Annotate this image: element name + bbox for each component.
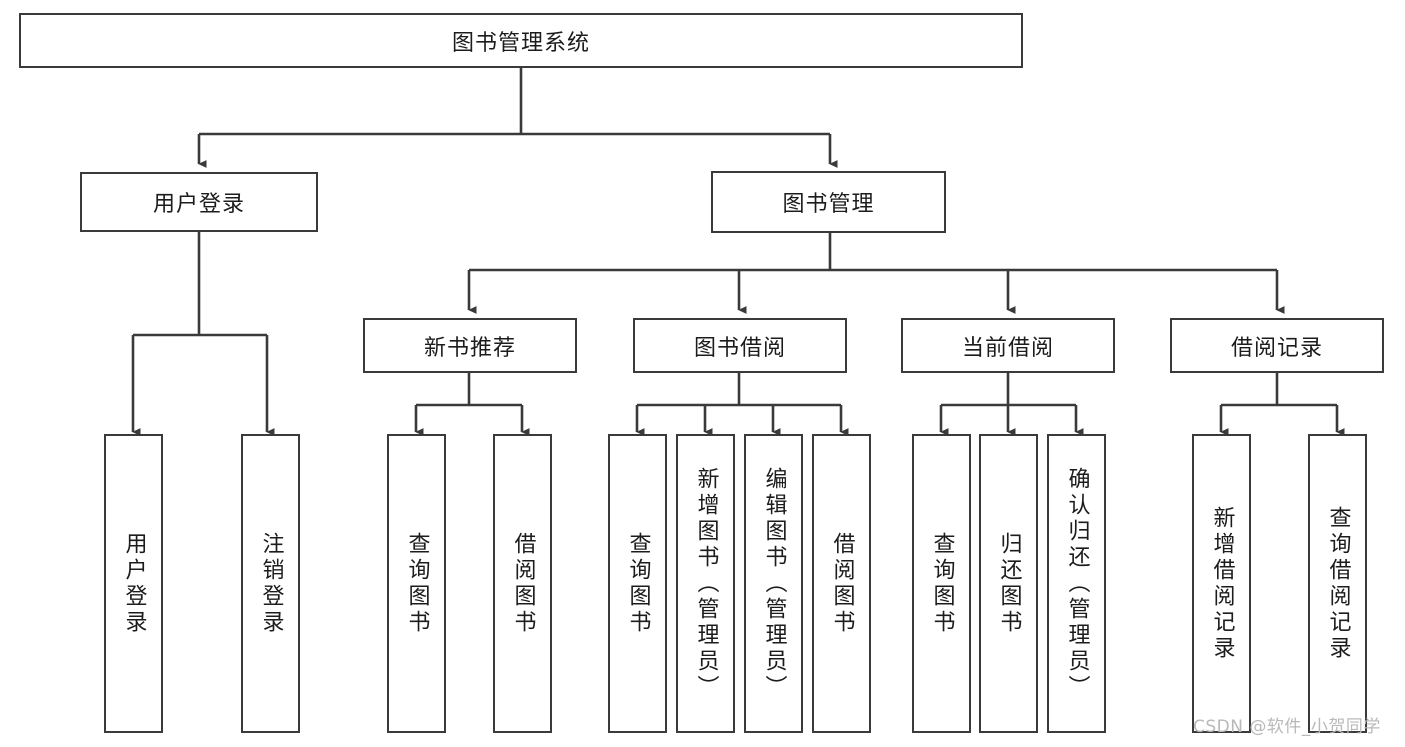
- leaf-edit-book-label: 编辑图书（管理员）: [761, 466, 787, 701]
- leaf-borrow-book-2[interactable]: 借阅图书: [812, 434, 871, 733]
- node-book-borrow-label: 图书借阅: [693, 335, 786, 361]
- leaf-query-book-3-label: 查询图书: [929, 531, 955, 636]
- leaf-query-book-3[interactable]: 查询图书: [912, 434, 971, 733]
- leaf-confirm-return-label: 确认归还（管理员）: [1064, 466, 1090, 701]
- node-book-management-label: 图书管理: [782, 192, 875, 217]
- leaf-add-book-label: 新增图书（管理员）: [693, 466, 719, 701]
- leaf-user-login-label: 用户登录: [121, 531, 147, 636]
- node-new-book-recommend-label: 新书推荐: [423, 335, 516, 361]
- node-user-login[interactable]: 用户登录: [80, 172, 318, 232]
- leaf-query-book-1[interactable]: 查询图书: [387, 434, 446, 733]
- leaf-query-book-2[interactable]: 查询图书: [608, 434, 667, 733]
- leaf-query-book-2-label: 查询图书: [625, 531, 651, 636]
- node-borrow-record-label: 借阅记录: [1230, 335, 1323, 361]
- leaf-add-record[interactable]: 新增借阅记录: [1192, 434, 1251, 733]
- leaf-borrow-book-1[interactable]: 借阅图书: [493, 434, 552, 733]
- leaf-add-book[interactable]: 新增图书（管理员）: [676, 434, 735, 733]
- node-current-borrow-label: 当前借阅: [961, 335, 1054, 361]
- leaf-user-login[interactable]: 用户登录: [104, 434, 163, 733]
- leaf-query-record-label: 查询借阅记录: [1325, 505, 1351, 662]
- node-root-label: 图书管理系统: [451, 30, 590, 56]
- node-book-management[interactable]: 图书管理: [711, 171, 946, 233]
- leaf-logout-login[interactable]: 注销登录: [241, 434, 300, 733]
- node-new-book-recommend[interactable]: 新书推荐: [363, 318, 577, 373]
- leaf-confirm-return[interactable]: 确认归还（管理员）: [1047, 434, 1106, 733]
- node-root[interactable]: 图书管理系统: [19, 13, 1023, 68]
- leaf-query-record[interactable]: 查询借阅记录: [1308, 434, 1367, 733]
- node-user-login-label: 用户登录: [152, 192, 245, 217]
- leaf-return-book-label: 归还图书: [996, 531, 1022, 636]
- leaf-edit-book[interactable]: 编辑图书（管理员）: [744, 434, 803, 733]
- node-borrow-record[interactable]: 借阅记录: [1170, 318, 1384, 373]
- leaf-query-book-1-label: 查询图书: [404, 531, 430, 636]
- leaf-add-record-label: 新增借阅记录: [1209, 505, 1235, 662]
- node-book-borrow[interactable]: 图书借阅: [633, 318, 847, 373]
- node-current-borrow[interactable]: 当前借阅: [901, 318, 1115, 373]
- leaf-logout-login-label: 注销登录: [258, 531, 284, 636]
- leaf-borrow-book-2-label: 借阅图书: [829, 531, 855, 636]
- leaf-borrow-book-1-label: 借阅图书: [510, 531, 536, 636]
- leaf-return-book[interactable]: 归还图书: [979, 434, 1038, 733]
